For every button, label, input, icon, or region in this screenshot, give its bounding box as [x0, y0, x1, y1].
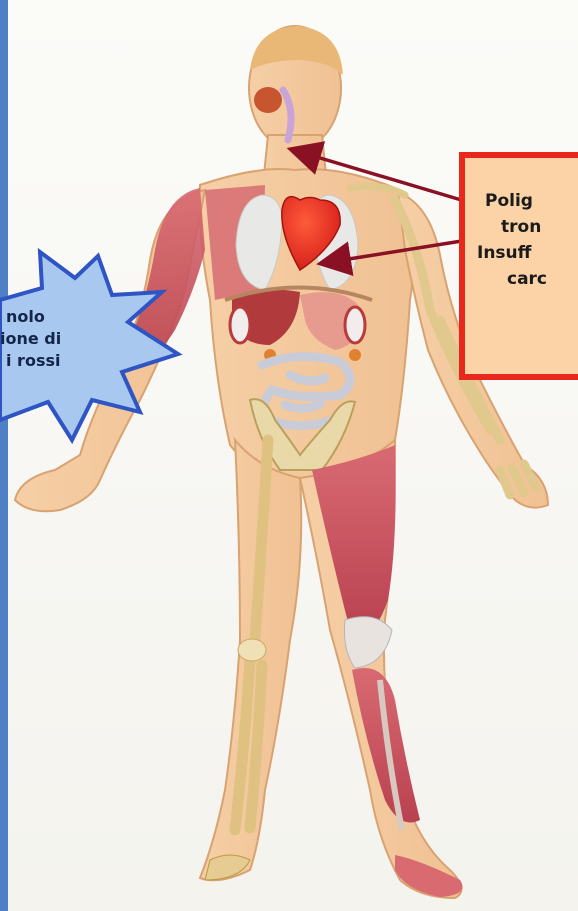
callout-line-4: carc [477, 266, 578, 292]
callout-line-3: Insuff [477, 240, 578, 266]
burst-line-2: ione di [0, 328, 170, 350]
burst-line-1: nolo [0, 306, 170, 328]
starburst-callout-text: nolo ione di i rossi [0, 306, 170, 372]
symptoms-callout-box: Polig tron Insuff carc [459, 152, 578, 380]
callout-line-2: tron [477, 214, 578, 240]
burst-line-3: i rossi [0, 350, 170, 372]
callout-line-1: Polig [477, 188, 578, 214]
